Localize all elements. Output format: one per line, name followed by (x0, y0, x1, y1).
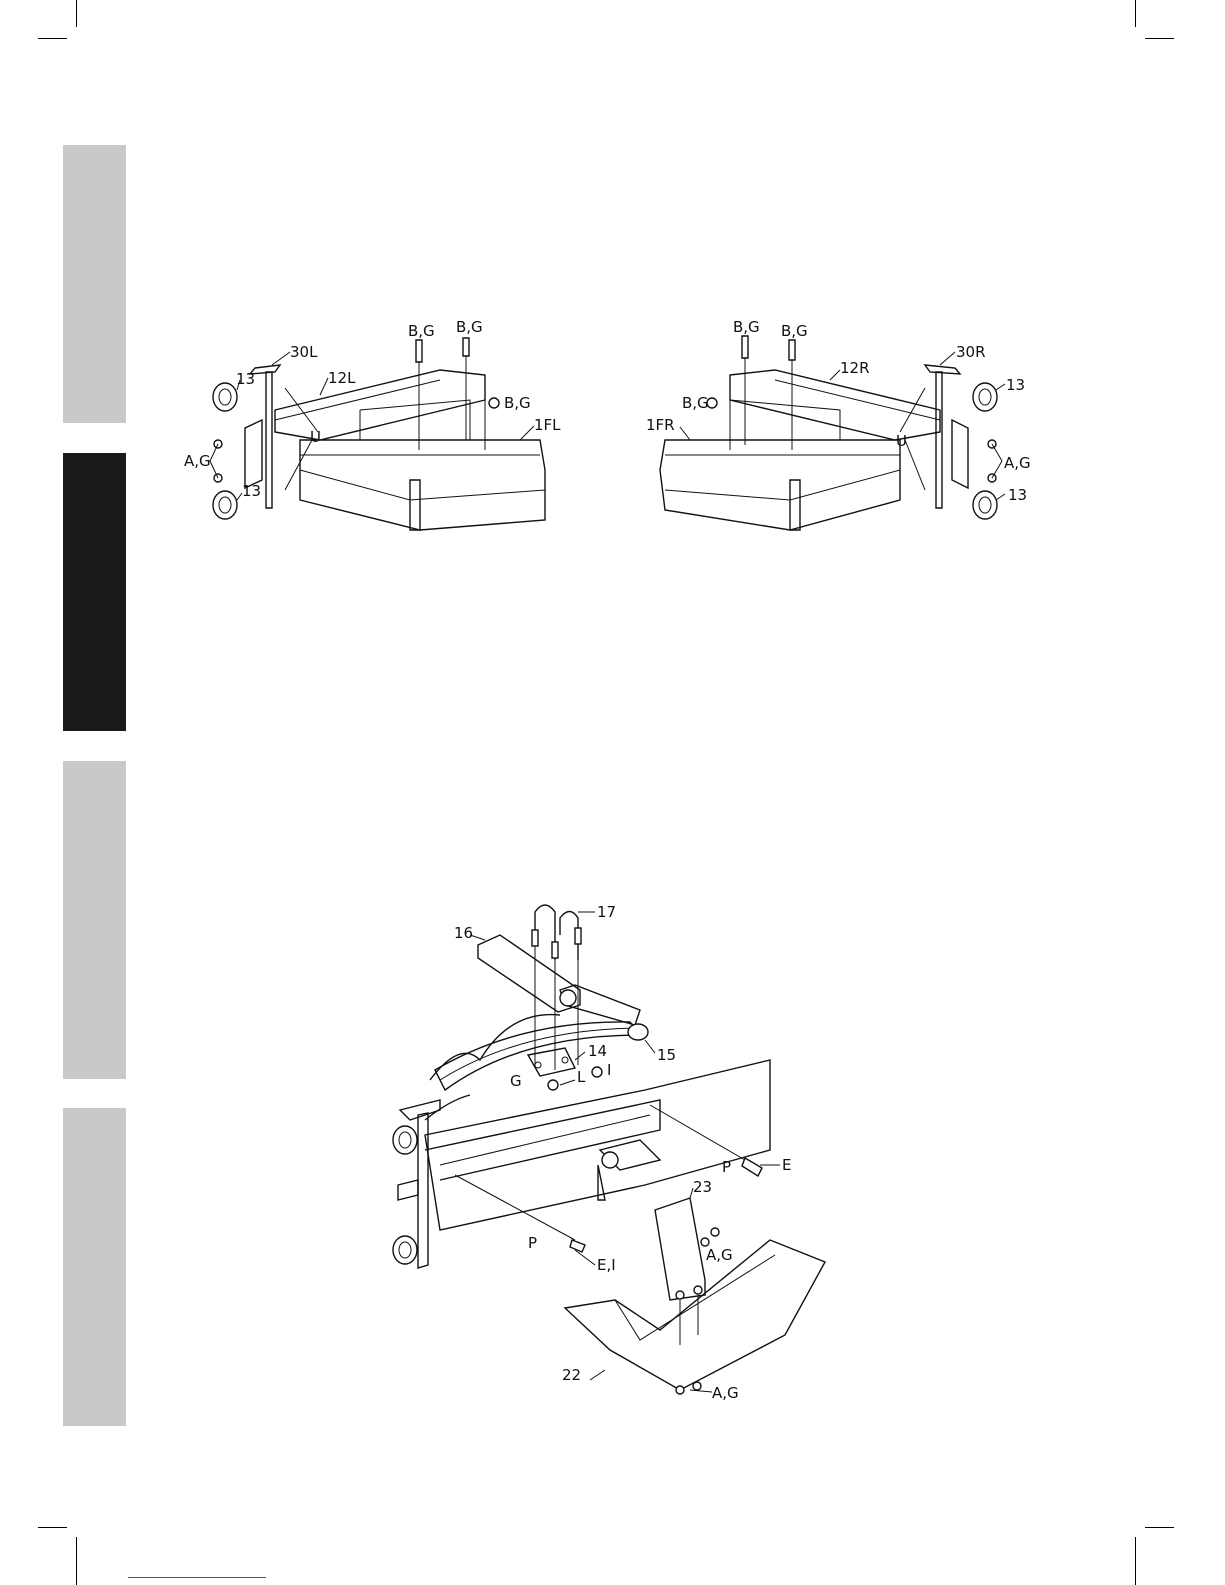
figure-left-assembly: 30L 13 12L B,G B,G B,G 1FL U A,G 13 (184, 318, 561, 530)
label-13: 13 (236, 370, 255, 388)
label-bg: B,G (733, 318, 760, 336)
label-12r: 12R (840, 359, 870, 377)
label-ag: A,G (706, 1246, 733, 1264)
label-e: E (782, 1156, 791, 1174)
label-30l: 30L (290, 343, 318, 361)
label-p: P (722, 1158, 731, 1176)
label-ei: E,I (597, 1256, 616, 1274)
label-22: 22 (562, 1366, 581, 1384)
label-12l: 12L (328, 369, 356, 387)
label-23: 23 (693, 1178, 712, 1196)
label-bg: B,G (456, 318, 483, 336)
label-17: 17 (597, 903, 616, 921)
label-15: 15 (657, 1046, 676, 1064)
label-ag: A,G (184, 452, 211, 470)
label-u: U (896, 432, 907, 450)
figure-right-assembly: B,G B,G 30R 12R 13 B,G 1FR U A,G 13 (646, 318, 1031, 530)
figure-bottom-assembly: 17 16 15 14 I G L P E 23 A,G P E,I 22 A,… (393, 903, 825, 1402)
label-l: L (577, 1068, 586, 1086)
label-p: P (528, 1234, 537, 1252)
label-ag: A,G (1004, 454, 1031, 472)
label-g: G (510, 1072, 522, 1090)
label-ag: A,G (712, 1384, 739, 1402)
label-bg: B,G (781, 322, 808, 340)
label-bg: B,G (408, 322, 435, 340)
label-bg: B,G (504, 394, 531, 412)
label-13: 13 (1006, 376, 1025, 394)
label-14: 14 (588, 1042, 607, 1060)
label-16: 16 (454, 924, 473, 942)
label-bg: B,G (682, 394, 709, 412)
label-i: I (607, 1061, 611, 1079)
label-13: 13 (242, 482, 261, 500)
label-1fl: 1FL (534, 416, 561, 434)
label-u: U (310, 428, 321, 446)
label-13: 13 (1008, 486, 1027, 504)
label-30r: 30R (956, 343, 986, 361)
label-1fr: 1FR (646, 416, 675, 434)
